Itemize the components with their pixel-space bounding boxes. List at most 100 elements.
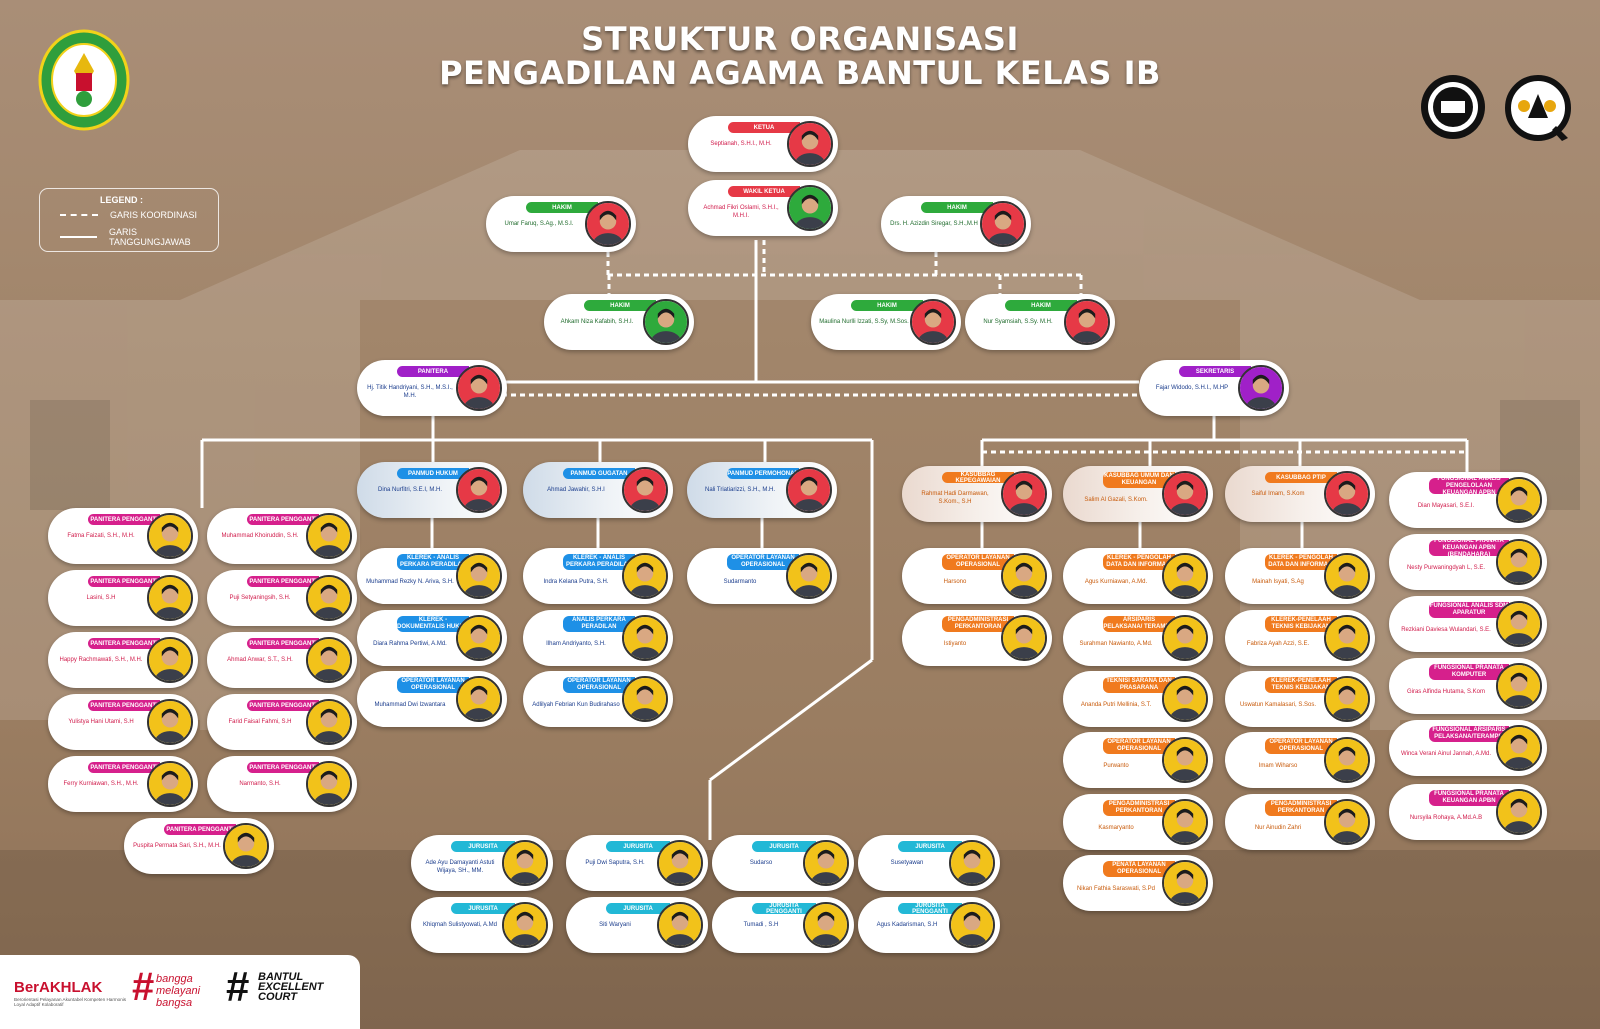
person-photo [1162, 799, 1208, 845]
person-photo [1001, 615, 1047, 661]
bantul-hash: # [226, 963, 250, 1010]
person-photo [622, 676, 668, 722]
person-photo [949, 902, 995, 948]
person-photo [786, 553, 832, 599]
person-name: Sudarso [749, 860, 773, 866]
role-badge: KLEREK - DOKUMENTALIS HUKUM [397, 616, 469, 632]
role-badge: HAKIM [584, 300, 656, 311]
person-photo [622, 467, 668, 513]
role-badge: FUNGSIONAL ARSIPARIS PELAKSANA/TERAMPIL [1429, 726, 1509, 742]
person-photo [1001, 471, 1047, 517]
person-photo [1324, 737, 1370, 783]
role-badge: FUNGSIONAL PRANATA KOMPUTER [1429, 664, 1509, 680]
person-name: Nursyila Rohaya, A.Md.A.B [1409, 815, 1483, 821]
bantul-excellent-court-text: BANTUL EXCELLENT COURT [258, 971, 324, 1003]
person-photo [147, 575, 193, 621]
role-badge: JURUSITA [606, 903, 670, 914]
person-photo [622, 615, 668, 661]
person-name: Indra Kelana Putra, S.H. [543, 579, 609, 585]
person-name: Ilham Andriyanto, S.H. [546, 641, 606, 647]
person-name: Istiyanto [943, 641, 967, 647]
staff-card: FUNGSIONAL PRANATA KEUANGAN APBN (BENDAH… [1389, 534, 1547, 590]
person-photo [657, 902, 703, 948]
person-photo [643, 299, 689, 345]
wbk-zona-integritas-badge [1420, 74, 1486, 140]
role-badge: PENGADMINISTRASI PERKANTORAN [1265, 800, 1337, 816]
person-name: Ade Ayu Damayanti Astuti Wijaya, SH., MM… [425, 860, 495, 874]
legend-dotted-label: GARIS KOORDINASI [110, 210, 198, 220]
role-badge: ARSIPARIS PELAKSANA/ TERAMPIL [1103, 616, 1175, 632]
pa-bantul-logo [38, 29, 130, 131]
role-badge: PENATA LAYANAN OPERASIONAL [1103, 861, 1175, 877]
person-photo [502, 840, 548, 886]
role-badge: PANMUD PERMOHONAN [727, 468, 799, 479]
role-badge: PANITERA PENGGANTI [247, 700, 319, 711]
person-name: Sudarmanto [723, 579, 757, 585]
person-name: Muhammad Dwi Izwantara [374, 702, 446, 708]
role-badge: PANITERA PENGGANTI [88, 514, 160, 525]
dotted-line-swatch [60, 214, 98, 216]
page-title-line1: STRUKTUR ORGANISASI [581, 20, 1019, 58]
role-badge: JURUSITA PENGGANTI [752, 903, 816, 915]
legend-solid-label: GARIS TANGGUNGJAWAB [108, 227, 191, 247]
person-photo [223, 823, 269, 869]
person-photo [1162, 553, 1208, 599]
role-badge: KLEREK-PENELAAH TEKNIS KEBIJAKAN [1265, 677, 1337, 693]
person-name: Rezkiani Daviesa Wulandari, S.E. [1401, 627, 1491, 633]
person-name: Fajar Widodo, S.H.I., M.HP [1155, 385, 1229, 391]
person-photo [1001, 553, 1047, 599]
person-photo [1162, 737, 1208, 783]
person-name: Dina Nurfitri, S.E.I, M.H. [377, 487, 442, 493]
person-photo [910, 299, 956, 345]
person-photo [949, 840, 995, 886]
footer-slogans: BerAKHLAK Berorientasi Pelayanan Akuntab… [0, 955, 360, 1029]
role-badge: FUNGSIONAL ANALIS PENGELOLAAN KEUANGAN A… [1429, 476, 1509, 496]
person-photo [657, 840, 703, 886]
role-badge: PANMUD GUGATAN [563, 468, 635, 479]
person-photo [147, 699, 193, 745]
person-photo [1496, 539, 1542, 585]
staff-card: KLEREK-PENELAAH TEKNIS KEBIJAKAN Uswatun … [1225, 671, 1375, 727]
role-badge: PANITERA PENGGANTI [88, 638, 160, 649]
legend-box: LEGEND : GARIS KOORDINASI GARIS TANGGUNG… [39, 188, 219, 252]
person-photo [1496, 725, 1542, 771]
staff-card: FUNGSIONAL PRANATA KOMPUTER Giras Alfinda… [1389, 658, 1547, 714]
person-photo [1324, 553, 1370, 599]
person-name: Puspita Permata Sari, S.H., M.H. [133, 843, 221, 849]
legend-row-solid: GARIS TANGGUNGJAWAB [60, 227, 218, 247]
person-photo [787, 185, 833, 231]
person-photo [585, 201, 631, 247]
person-name: Puji Setyaningsih, S.H. [229, 595, 291, 601]
person-photo [1496, 789, 1542, 835]
person-photo [803, 902, 849, 948]
role-badge: ANALIS PERKARA PERADILAN [563, 616, 635, 632]
person-name: Drs. H. Azizdin Siregar, S.H.,M.H [890, 221, 978, 227]
person-photo [456, 615, 502, 661]
role-badge: JURUSITA [451, 841, 515, 852]
person-name: Giras Alfinda Hutama, S.Kom [1406, 689, 1486, 695]
role-badge: PANITERA PENGGANTI [247, 576, 319, 587]
person-name: Kasmaryanto [1098, 825, 1134, 831]
person-name: Uswatun Kamalasari, S.Sos. [1239, 702, 1317, 708]
